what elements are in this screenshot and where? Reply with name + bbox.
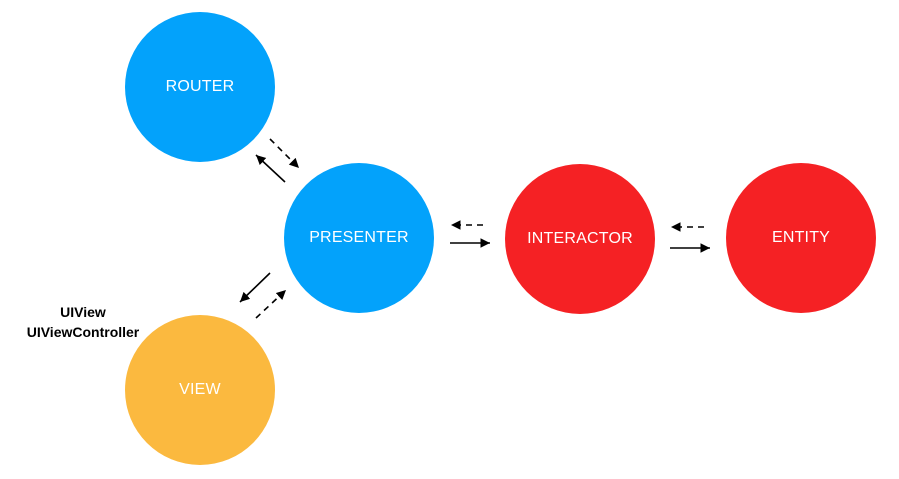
entity-label: ENTITY xyxy=(771,229,831,246)
interactor-label: INTERACTOR xyxy=(527,230,633,247)
presenter-label: PRESENTER xyxy=(309,229,409,246)
uiview-label: UIView xyxy=(60,304,106,320)
interactor-node: INTERACTOR xyxy=(505,164,655,314)
presenter-node: PRESENTER xyxy=(284,163,434,313)
router-node: ROUTER xyxy=(125,12,275,162)
entity-node: ENTITY xyxy=(726,163,876,313)
router-label: ROUTER xyxy=(165,78,235,95)
arrow-presenter-to-view xyxy=(239,272,271,303)
view-node: VIEW xyxy=(125,315,275,465)
view-label: VIEW xyxy=(179,381,221,398)
arrow-router-to-presenter-dashed xyxy=(269,138,300,169)
arrow-view-to-presenter-dashed xyxy=(255,289,287,319)
uiviewcontroller-label: UIViewController xyxy=(26,324,140,340)
arrow-presenter-to-router xyxy=(255,154,286,183)
